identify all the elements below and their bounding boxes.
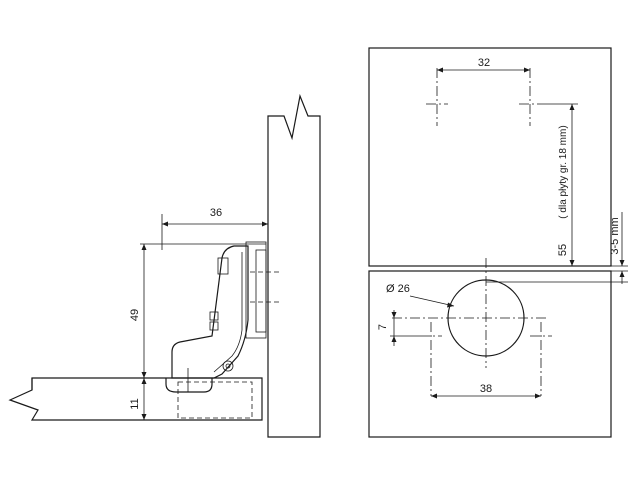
door-panel-bottom [368, 270, 612, 438]
hinge-arm [171, 245, 249, 379]
hinge-cup [165, 378, 213, 393]
dim-height: 49 [129, 244, 147, 378]
dim-vertical: 55 ( dla płyty gr. 18 mm) [541, 103, 578, 266]
dim-cup-diameter: Ø 26 [386, 283, 455, 308]
side-view: 36 49 11 [8, 93, 321, 438]
dim-bottom-spacing-label: 38 [480, 383, 492, 395]
dim-gap: 3-5 mm [600, 212, 628, 284]
front-view: 32 55 ( dla płyty gr. 18 mm) 3-5 mm [368, 47, 628, 438]
dim-cup-diameter-label: Ø 26 [386, 283, 410, 295]
dim-top-spacing-label: 32 [478, 57, 490, 69]
cabinet-side-panel [267, 93, 321, 438]
dim-width: 36 [161, 207, 269, 250]
hinge-cup-hole [392, 258, 628, 368]
bottom-mounting-holes [420, 322, 552, 396]
dim-base: 11 [129, 378, 147, 420]
dim-vertical-label: 55 [557, 244, 569, 256]
cup-recess-hidden [177, 381, 253, 419]
dim-top-spacing: 32 [437, 57, 530, 73]
dim-offset: 7 [377, 310, 420, 346]
dim-height-label: 49 [129, 309, 141, 321]
dim-bottom-spacing: 38 [431, 383, 541, 399]
door-board [8, 377, 263, 421]
cabinet-panel-top [368, 47, 612, 267]
dim-base-label: 11 [129, 398, 141, 409]
dim-vertical-note: ( dla płyty gr. 18 mm) [558, 125, 569, 218]
dim-width-label: 36 [210, 207, 222, 219]
top-mounting-holes [426, 68, 541, 126]
dim-gap-label: 3-5 mm [609, 217, 621, 254]
dim-offset-label: 7 [377, 324, 389, 330]
